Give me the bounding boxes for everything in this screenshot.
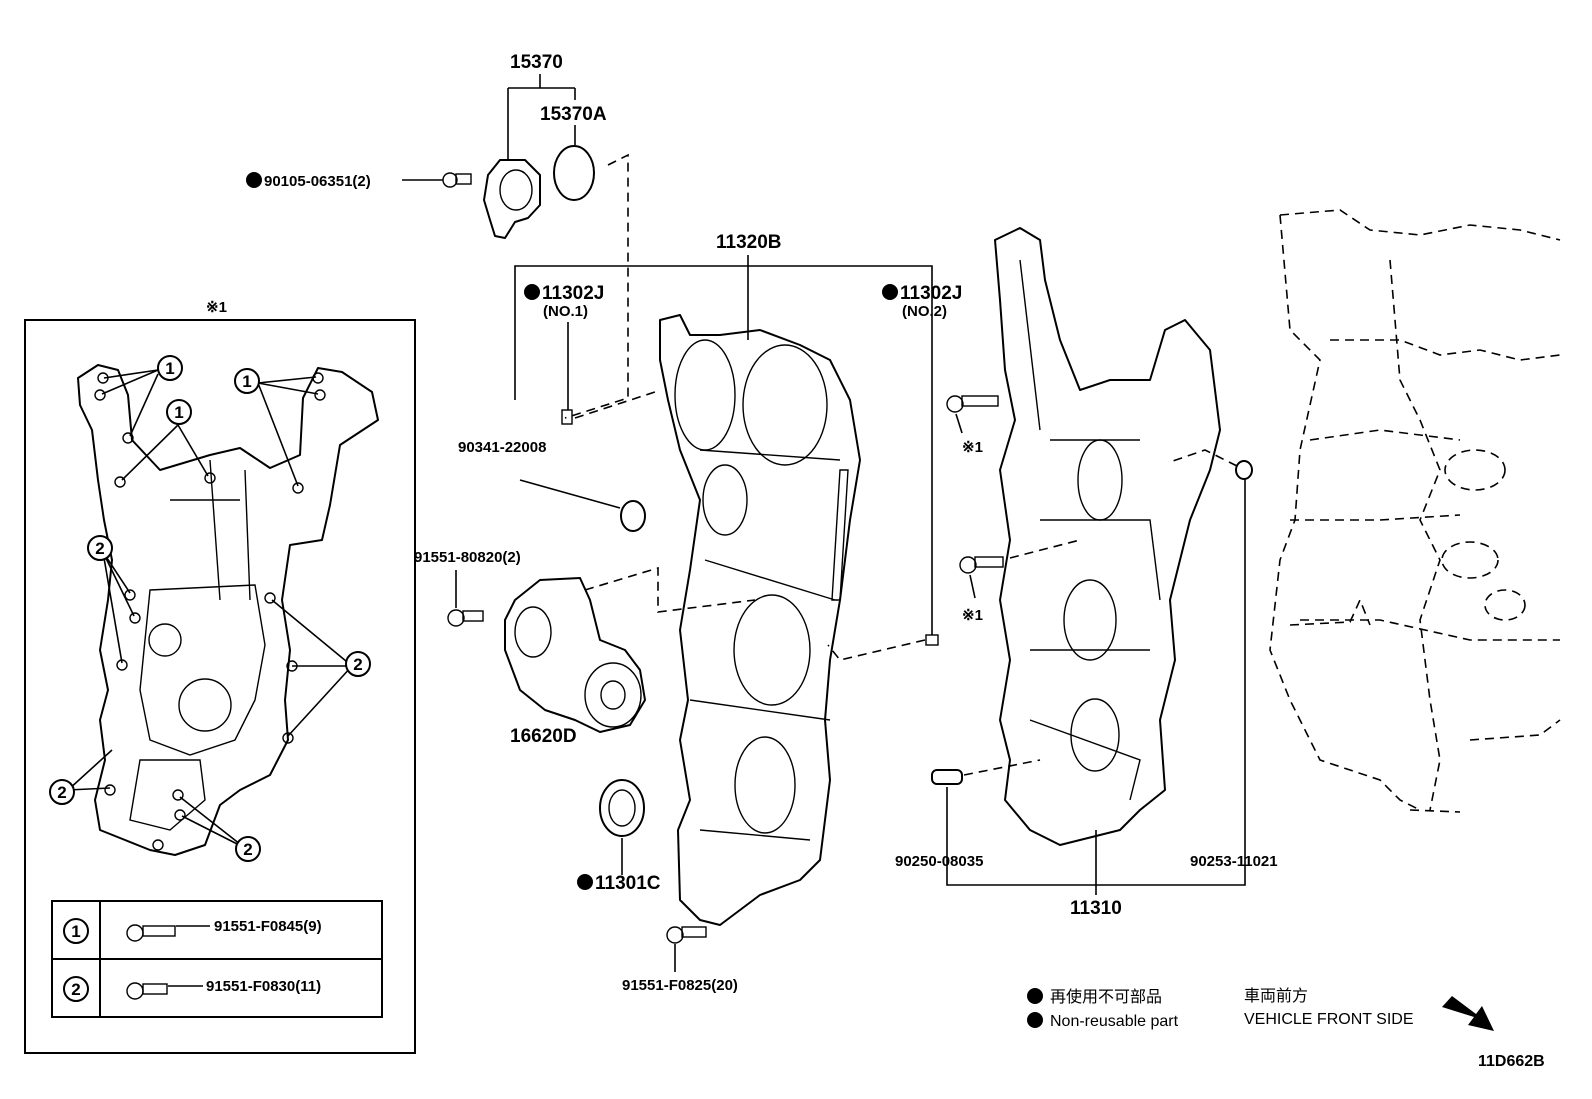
inset-note-label: ※1 [206, 299, 227, 316]
nonreusable-dot-11302J-1 [524, 284, 540, 300]
svg-text:1: 1 [174, 403, 183, 422]
inset-panel: ※1 [24, 299, 416, 1054]
label-16620D: 16620D [510, 726, 577, 747]
timing-chain-cover [659, 314, 861, 926]
part-15370-group: 15370 15370A 90105-06351(2) [246, 52, 629, 419]
callout-1-a: 1 [157, 355, 183, 381]
bolt-table: 1 2 91551-F0845(9) 91551-F0830(11) [51, 900, 383, 1018]
figure-id: 11D662B [1478, 1053, 1545, 1070]
inset-leaders-2 [67, 551, 353, 849]
bolt-icon-2 [126, 982, 203, 1000]
legend-en-nonreusable: Non-reusable part [1050, 1013, 1179, 1030]
bolt-note1-a [946, 395, 999, 413]
legend-dot-en [1027, 1012, 1043, 1028]
engine-block-reference [1269, 209, 1561, 813]
svg-text:2: 2 [95, 539, 104, 558]
label-11310: 11310 [1070, 898, 1122, 919]
label-90250: 90250-08035 [895, 853, 983, 870]
callout-1-c: 1 [234, 368, 260, 394]
inset-cover-outline [77, 364, 379, 856]
svg-text:2: 2 [353, 655, 362, 674]
label-11320B: 11320B [716, 232, 782, 253]
svg-text:2: 2 [243, 840, 252, 859]
belt-tensioner [504, 577, 646, 733]
bolt-note1-b [959, 556, 1004, 574]
table-part-1: 91551-F0845(9) [214, 918, 322, 935]
label-11302J-2: 11302J [900, 283, 962, 304]
legend: 再使用不可部品 Non-reusable part 車両前方 VEHICLE F… [1027, 987, 1545, 1070]
legend-jp-front: 車両前方 [1244, 987, 1308, 1005]
label-90253: 90253-11021 [1190, 853, 1278, 870]
svg-text:1: 1 [165, 359, 174, 378]
table-part-2: 91551-F0830(11) [206, 978, 321, 995]
part-11320B-group: 11320B 90341-22008 11302J (NO.1) 11302J … [458, 232, 962, 994]
callout-2-a: 2 [87, 535, 113, 561]
knock-pin-1 [561, 409, 573, 425]
dowel-90250 [931, 769, 963, 785]
inset-leaders-1 [101, 369, 319, 487]
legend-dot-jp [1027, 988, 1043, 1004]
callout-2-c: 2 [49, 779, 75, 805]
table-key-2: 2 [63, 976, 89, 1002]
svg-text:2: 2 [57, 783, 66, 802]
label-11301C: 11301C [595, 873, 661, 894]
bolt-90105 [442, 172, 472, 188]
label-90105: 90105-06351(2) [264, 173, 371, 190]
callout-1-b: 1 [166, 399, 192, 425]
part-11310-group: ※1 ※1 90250-08035 90253-11021 11310 [895, 227, 1278, 919]
oil-control-valve [483, 159, 541, 239]
legend-jp-nonreusable: 再使用不可部品 [1050, 988, 1162, 1006]
nonreusable-dot-11302J-2 [882, 284, 898, 300]
svg-text:1: 1 [242, 372, 251, 391]
callout-2-b: 2 [345, 651, 371, 677]
oil-seal-11301C [599, 779, 645, 837]
svg-text:2: 2 [71, 980, 80, 999]
table-key-1: 1 [63, 918, 89, 944]
part-16620D-group: 16620D 91551-80820(2) [414, 549, 756, 747]
plug-90253 [1235, 460, 1253, 480]
front-arrow-icon [1442, 996, 1494, 1031]
bolt-icon-1 [126, 924, 210, 942]
o-ring-15370A [553, 145, 595, 201]
bolt-91551-F0825 [666, 926, 707, 944]
svg-text:1: 1 [71, 922, 80, 941]
label-11302J-2-sub: (NO.2) [902, 303, 947, 320]
callout-2-d: 2 [235, 836, 261, 862]
legend-en-front: VEHICLE FRONT SIDE [1244, 1011, 1414, 1028]
inset-bolt-holes [94, 372, 326, 851]
bolt-91551-80820 [447, 609, 484, 627]
timing-cover-11310 [994, 227, 1221, 846]
label-15370A: 15370A [540, 104, 607, 125]
label-11302J-1: 11302J [542, 283, 604, 304]
label-91551-80820: 91551-80820(2) [414, 549, 521, 566]
plug-90341 [620, 500, 646, 532]
label-15370: 15370 [510, 52, 563, 73]
label-90341: 90341-22008 [458, 439, 546, 456]
label-91551-F0825: 91551-F0825(20) [622, 977, 738, 994]
label-11302J-1-sub: (NO.1) [543, 303, 588, 320]
label-note1-b: ※1 [962, 607, 983, 624]
label-note1-a: ※1 [962, 439, 983, 456]
knock-pin-2 [925, 634, 939, 646]
nonreusable-dot-11301C [577, 874, 593, 890]
nonreusable-dot-90105 [246, 172, 262, 188]
